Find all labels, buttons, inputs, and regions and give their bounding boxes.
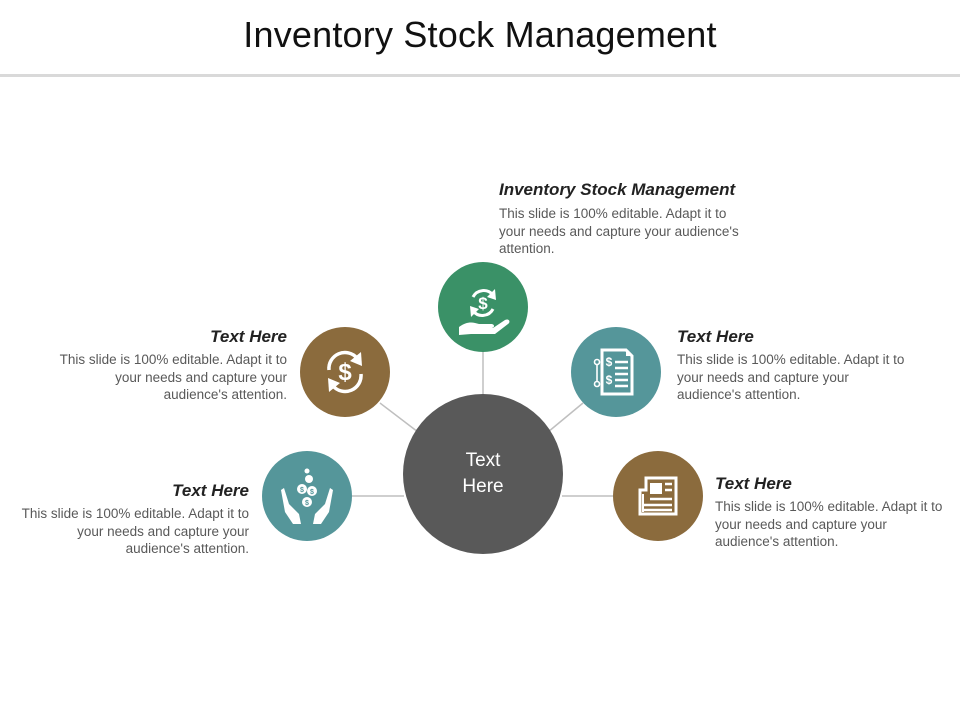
svg-text:$: $ xyxy=(305,500,309,507)
node-circle-lower-right xyxy=(613,451,703,541)
connector-upper-left xyxy=(379,402,419,433)
node-heading-upper-right: Text Here xyxy=(677,327,754,346)
svg-text:$: $ xyxy=(606,373,613,387)
svg-text:$: $ xyxy=(606,355,613,369)
svg-text:$: $ xyxy=(338,359,352,386)
price-list-icon: $ $ xyxy=(593,348,634,396)
node-description-upper-right: This slide is 100% editable. Adapt it to… xyxy=(677,352,905,402)
hand-dollar-cycle-icon: $ xyxy=(459,289,510,335)
svg-text:$: $ xyxy=(300,487,304,494)
svg-text:$: $ xyxy=(478,294,488,313)
dollar-cycle-icon: $ xyxy=(327,350,363,394)
node-description-lower-left: This slide is 100% editable. Adapt it to… xyxy=(21,506,249,556)
node-description-lower-right: This slide is 100% editable. Adapt it to… xyxy=(715,499,943,549)
center-label-line2: Here xyxy=(462,476,504,497)
svg-text:$: $ xyxy=(310,489,314,496)
node-heading-upper-left: Text Here xyxy=(210,327,287,346)
title-divider xyxy=(0,74,960,77)
node-circle-upper-right: $ $ xyxy=(571,327,661,417)
node-heading-lower-right: Text Here xyxy=(715,474,792,493)
node-heading-top: Inventory Stock Management xyxy=(499,180,736,199)
slide-title: Inventory Stock Management xyxy=(243,14,717,55)
center-label-line1: Text xyxy=(465,450,501,471)
hands-coins-icon: $ $ $ xyxy=(281,468,333,524)
newspaper-icon xyxy=(638,476,678,516)
node-heading-lower-left: Text Here xyxy=(172,481,249,500)
node-description-top: This slide is 100% editable. Adapt it to… xyxy=(499,206,739,256)
center-hub: Text Here xyxy=(403,394,563,554)
node-circle-lower-left: $ $ $ xyxy=(262,451,352,541)
node-circle-upper-left: $ xyxy=(300,327,390,417)
node-circle-top: $ xyxy=(438,262,528,352)
connector-upper-right xyxy=(547,402,584,433)
node-description-upper-left: This slide is 100% editable. Adapt it to… xyxy=(59,352,287,402)
